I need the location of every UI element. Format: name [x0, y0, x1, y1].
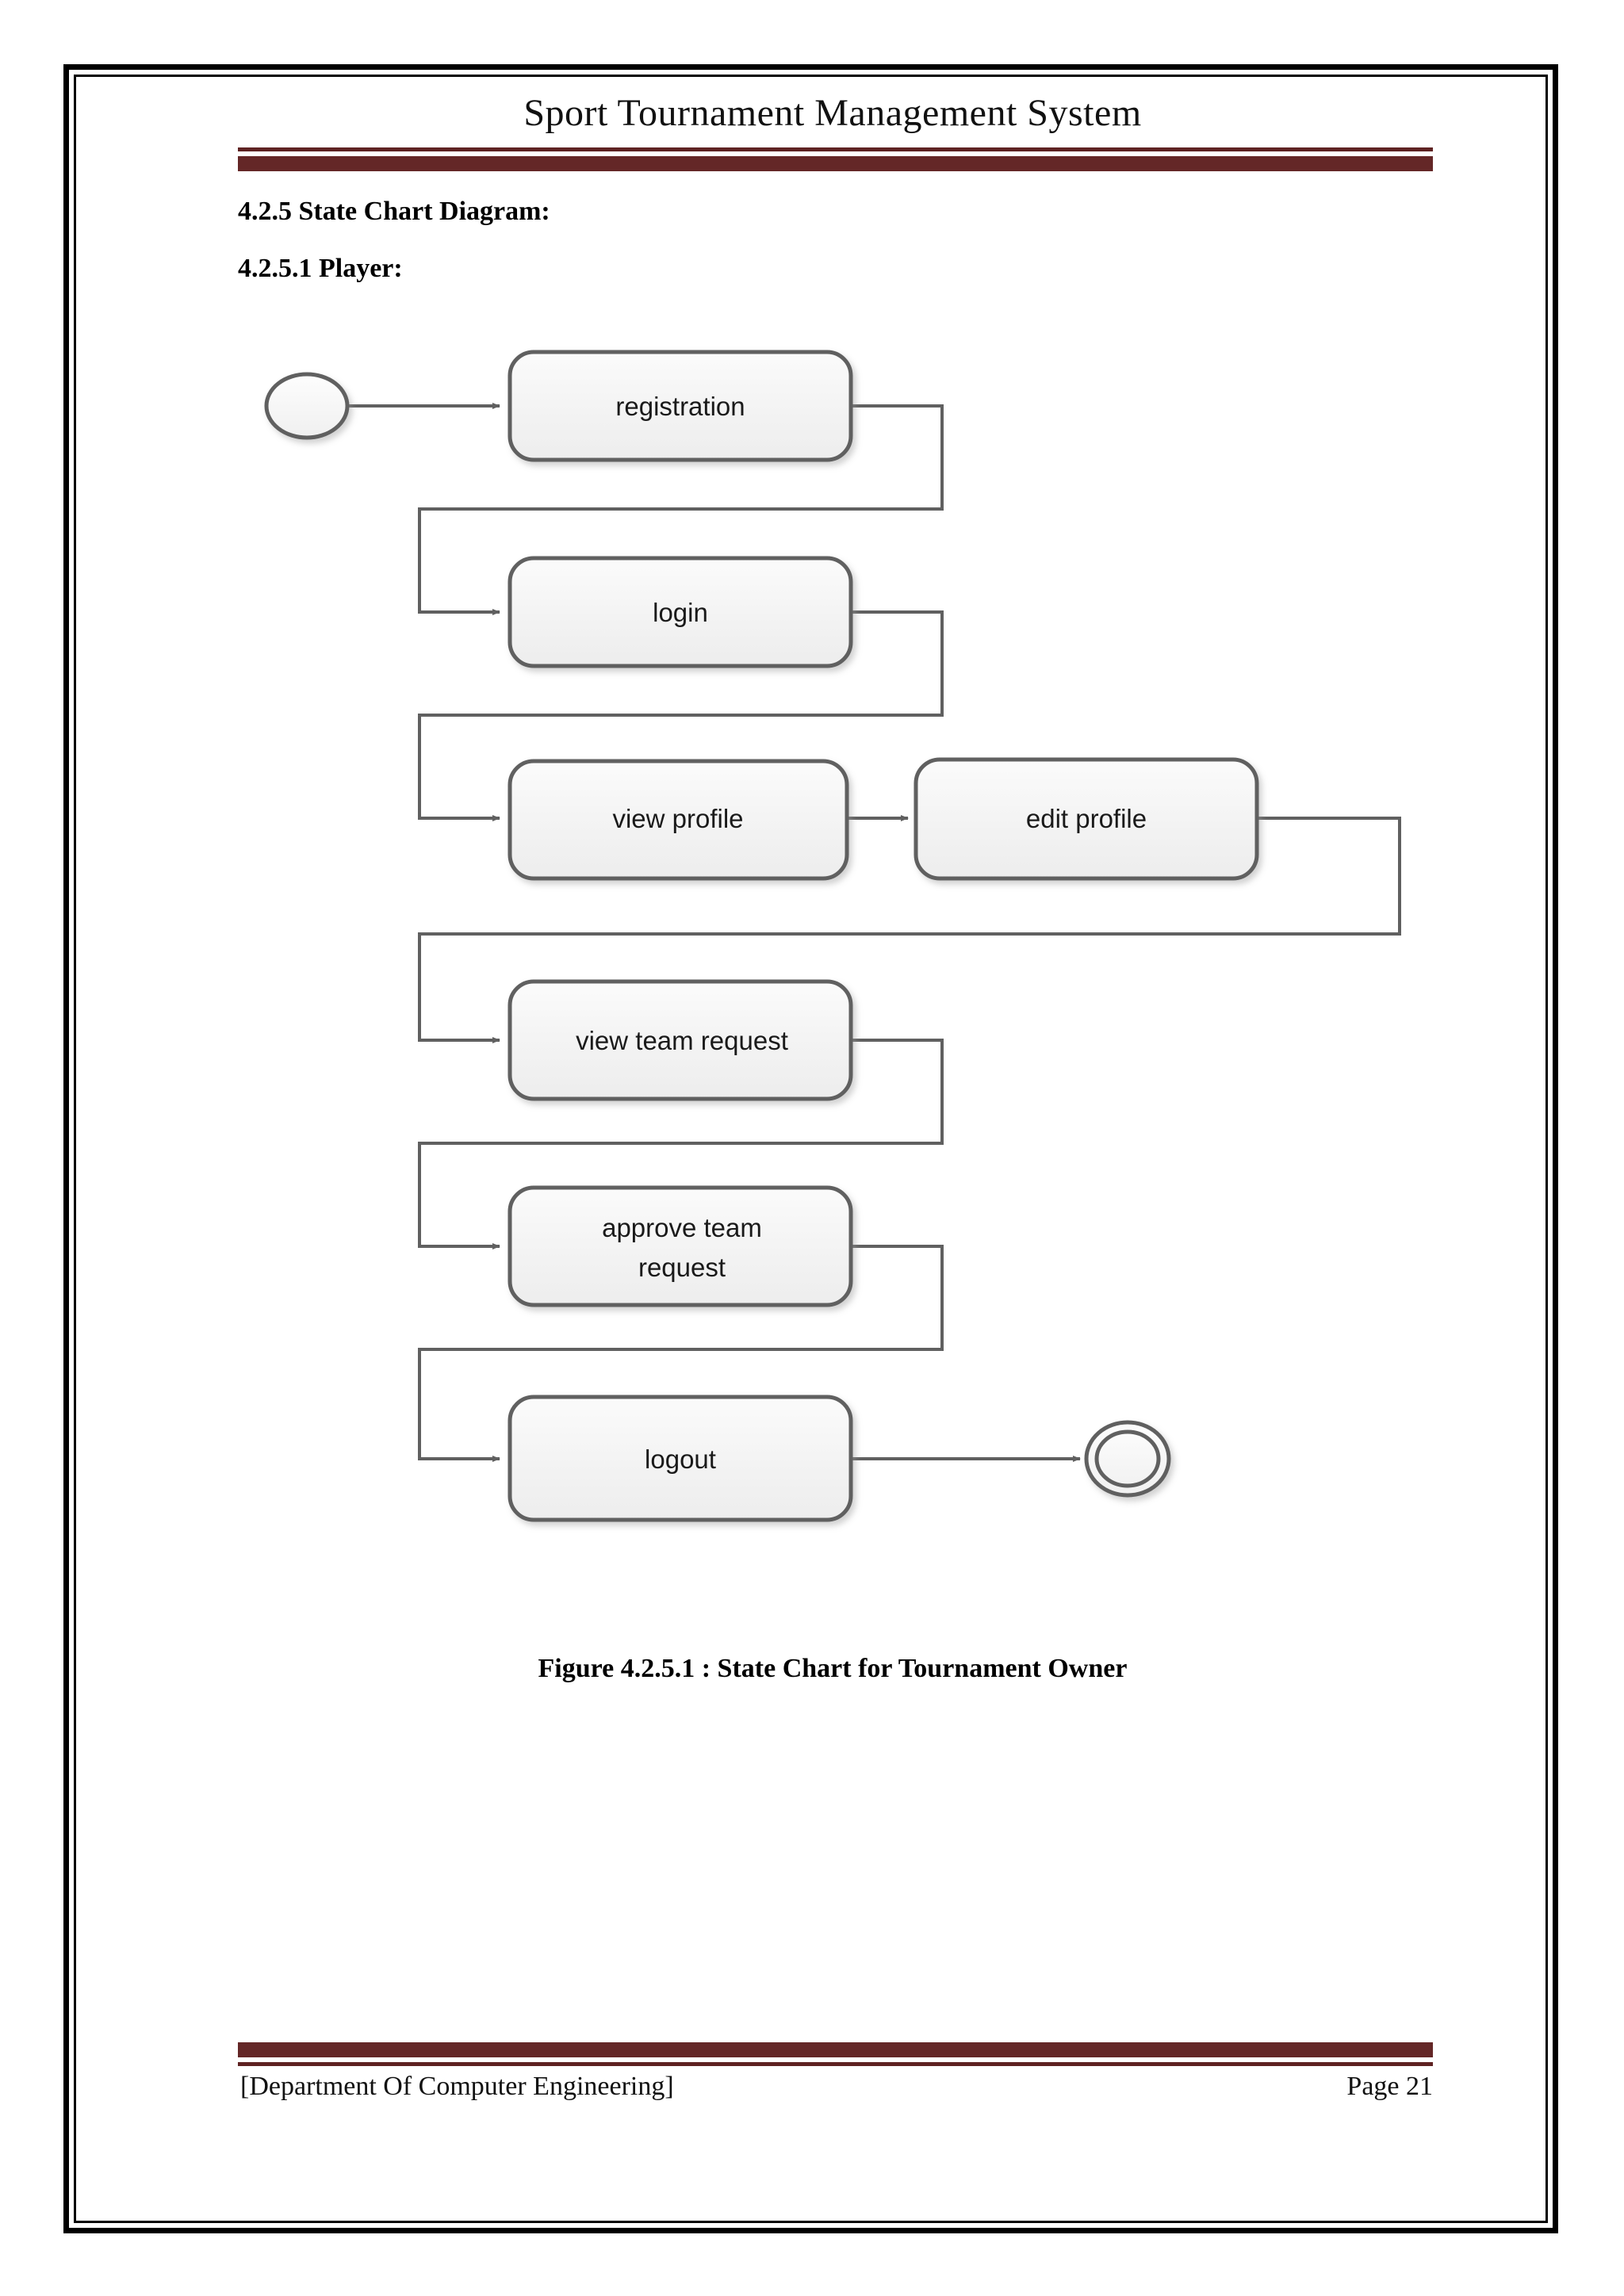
state-label-approve-team-request-line2: request: [638, 1253, 726, 1282]
state-label-edit-profile: edit profile: [1026, 804, 1147, 833]
node-logout[interactable]: logout: [508, 1395, 853, 1522]
page-header-title: Sport Tournament Management System: [523, 92, 1142, 134]
state-label-login: login: [653, 598, 708, 627]
state-box-registration: [508, 350, 853, 462]
state-box-view-profile: [508, 759, 849, 881]
state-box-approve-team-request: [508, 1185, 853, 1307]
state-label-view-team-request: view team request: [576, 1026, 788, 1055]
state-box-logout: [508, 1395, 853, 1522]
initial-state-ellipse: [264, 372, 350, 440]
header-divider-rule: [238, 147, 1433, 171]
edge-registration-to-login: [418, 404, 944, 615]
state-box-login: [508, 556, 853, 668]
state-label-registration: registration: [615, 392, 745, 421]
footer-rule-thin-line: [238, 2062, 1433, 2066]
figure-caption: Figure 4.2.5.1 : State Chart for Tournam…: [538, 1654, 1128, 1683]
edge-view-team-request-to-approve-team-request: [418, 1039, 944, 1249]
page-border-outer: [63, 64, 1558, 2233]
footer-rule-gap: [238, 2057, 1433, 2062]
state-label-approve-team-request-line1: approve team: [602, 1213, 762, 1242]
section-heading: 4.2.5 State Chart Diagram:: [238, 197, 550, 226]
state-box-view-team-request: [508, 979, 853, 1101]
footer-page-number: Page 21: [1346, 2072, 1433, 2101]
header-rule-gap: [238, 151, 1433, 156]
state-chart-diagram: registration login view profile edit pro…: [238, 317, 1443, 1633]
edge-edit-profile-to-view-team-request: [418, 817, 1401, 1043]
header-rule-thin-line: [238, 147, 1433, 151]
footer-divider-rule: [238, 2042, 1433, 2066]
footer-rule-thick-line: [238, 2042, 1433, 2057]
node-edit-profile[interactable]: edit profile: [914, 757, 1259, 881]
state-label-view-profile: view profile: [612, 804, 743, 833]
state-label-logout: logout: [645, 1445, 716, 1474]
page-border-inner: [74, 75, 1548, 2223]
node-login[interactable]: login: [508, 556, 853, 668]
node-view-profile[interactable]: view profile: [508, 759, 849, 881]
footer-department-text: [Department Of Computer Engineering]: [240, 2072, 674, 2101]
header-rule-thick-line: [238, 156, 1433, 171]
node-registration[interactable]: registration: [508, 350, 853, 462]
edge-login-to-view-profile: [418, 610, 944, 821]
final-state-inner-ellipse: [1094, 1429, 1161, 1488]
subsection-heading: 4.2.5.1 Player:: [238, 254, 403, 283]
node-initial-state[interactable]: [264, 372, 350, 440]
state-box-edit-profile: [914, 757, 1259, 881]
edge-approve-team-request-to-logout: [418, 1245, 944, 1462]
node-approve-team-request[interactable]: approve team request: [508, 1185, 853, 1307]
node-view-team-request[interactable]: view team request: [508, 979, 853, 1101]
node-final-state[interactable]: [1084, 1420, 1171, 1498]
